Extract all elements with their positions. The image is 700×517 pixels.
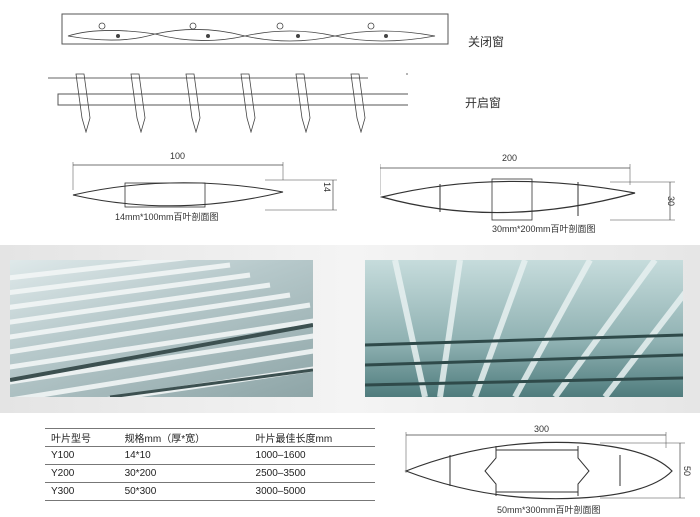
louver-ceiling-photo-1 xyxy=(10,260,313,397)
closed-window-label: 关闭窗 xyxy=(468,35,505,49)
cell-model: Y300 xyxy=(45,482,119,501)
section-200-height: 30 xyxy=(666,195,677,207)
section-300-drawing xyxy=(404,432,685,500)
cell-spec: 30*200 xyxy=(118,464,250,483)
section-100-drawing xyxy=(72,162,337,211)
cell-model: Y200 xyxy=(45,464,119,483)
table-row: Y200 30*200 2500–3500 xyxy=(45,464,375,483)
open-louver-diagram xyxy=(48,73,408,133)
header-spec: 规格mm（厚*宽） xyxy=(118,428,250,447)
section-300-height: 50 xyxy=(682,465,693,477)
spec-table: 叶片型号 规格mm（厚*宽） 叶片最佳长度mm Y100 14*10 1000–… xyxy=(45,428,375,501)
cell-length: 1000–1600 xyxy=(249,446,375,465)
section-200-width: 200 xyxy=(502,153,518,163)
header-model: 叶片型号 xyxy=(45,428,119,447)
section-200-drawing xyxy=(380,164,675,221)
cell-spec: 50*300 xyxy=(118,482,250,501)
section-100-height: 14 xyxy=(322,181,333,193)
header-length: 叶片最佳长度mm xyxy=(249,428,375,447)
cell-model: Y100 xyxy=(45,446,119,465)
cell-length: 2500–3500 xyxy=(249,464,375,483)
cell-spec: 14*10 xyxy=(118,446,250,465)
louver-ceiling-photo-2 xyxy=(365,260,683,397)
table-header-row: 叶片型号 规格mm（厚*宽） 叶片最佳长度mm xyxy=(45,428,375,447)
section-300-caption: 50mm*300mm百叶剖面图 xyxy=(497,505,601,515)
section-300-width: 300 xyxy=(534,424,550,434)
section-100-width: 100 xyxy=(170,151,186,161)
open-window-label: 开启窗 xyxy=(465,96,502,110)
section-100-caption: 14mm*100mm百叶剖面图 xyxy=(115,212,219,222)
cell-length: 3000–5000 xyxy=(249,482,375,501)
table-row: Y100 14*10 1000–1600 xyxy=(45,446,375,465)
table-row: Y300 50*300 3000–5000 xyxy=(45,482,375,501)
closed-louver-diagram xyxy=(61,13,449,45)
section-200-caption: 30mm*200mm百叶剖面图 xyxy=(492,224,596,234)
